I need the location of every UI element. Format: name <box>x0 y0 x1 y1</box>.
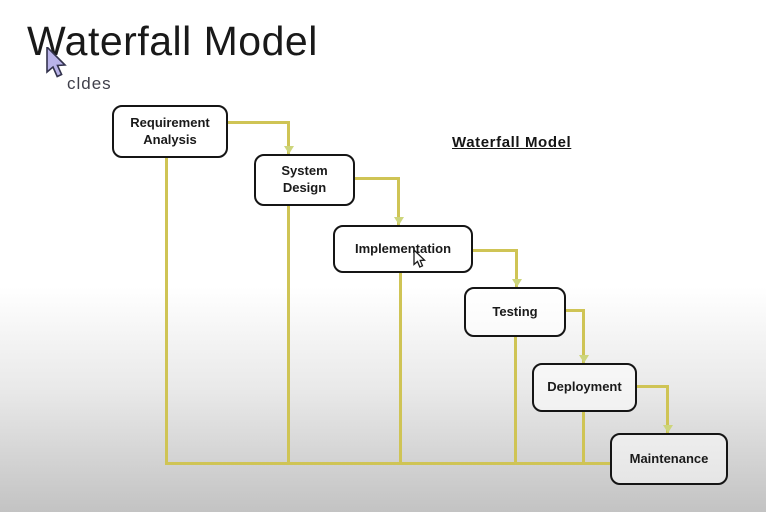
flow-box-label: Implementation <box>354 240 452 256</box>
drop-line-deployment <box>582 411 585 465</box>
connector-sd-impl-horizontal <box>354 177 400 180</box>
connector-impl-testing-vertical <box>515 249 518 287</box>
connector-testing-deploy-horizontal <box>565 309 585 312</box>
arrowhead-into-implementation <box>393 217 404 225</box>
connector-impl-testing-horizontal <box>471 249 518 252</box>
large-arrow-cursor-icon <box>46 47 67 78</box>
cropped-partial-text: cldes <box>67 74 112 93</box>
flow-box-system-design: System Design <box>254 154 355 206</box>
connector-deploy-maint-horizontal <box>636 385 669 388</box>
arrowhead-into-system-design <box>283 146 294 154</box>
bottom-return-line <box>165 462 611 465</box>
arrowhead-into-maintenance <box>662 425 673 433</box>
drop-line-system-design <box>287 205 290 465</box>
flow-box-implementation: Implementation <box>333 225 473 273</box>
flow-box-deployment: Deployment <box>532 363 637 412</box>
flow-box-testing: Testing <box>464 287 566 337</box>
connector-ra-sd-vertical <box>287 121 290 154</box>
connector-testing-deploy-vertical <box>582 309 585 363</box>
flow-box-label: Requirement Analysis <box>130 114 210 147</box>
flow-box-label: Maintenance <box>629 450 709 466</box>
connector-ra-sd-horizontal <box>226 121 290 124</box>
flow-box-requirement-analysis: Requirement Analysis <box>112 105 228 158</box>
connector-deploy-maint-vertical <box>666 385 669 433</box>
flow-box-label: Testing <box>492 303 538 319</box>
diagram-heading: Waterfall Model <box>452 134 572 151</box>
small-arrow-cursor-icon <box>413 250 426 268</box>
connector-sd-impl-vertical <box>397 177 400 225</box>
arrowhead-into-testing <box>511 279 522 287</box>
arrowhead-into-deployment <box>578 355 589 363</box>
small-arrow-cursor-shape <box>413 250 426 268</box>
flow-box-label: Deployment <box>547 379 622 395</box>
drop-line-testing <box>514 336 517 465</box>
drop-line-implementation <box>399 272 402 465</box>
drop-line-requirement-analysis <box>165 157 168 465</box>
flow-box-maintenance: Maintenance <box>610 433 728 485</box>
flow-box-label: System Design <box>281 163 328 195</box>
large-arrow-cursor-shape <box>46 47 67 78</box>
page-title: Waterfall Model <box>27 18 318 64</box>
